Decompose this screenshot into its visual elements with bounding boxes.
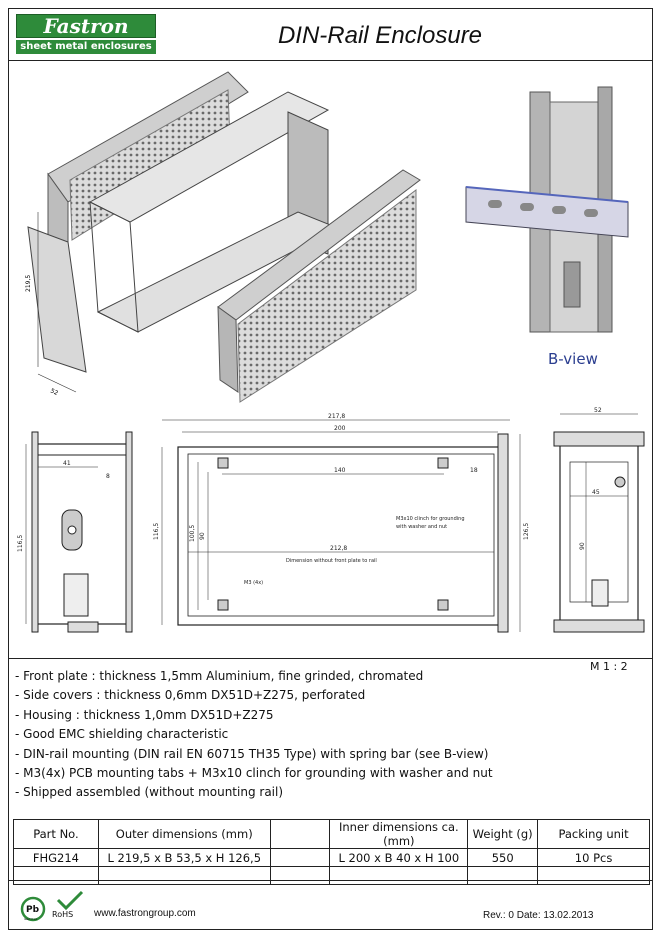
footer-divider (8, 880, 653, 881)
cell-part-no: FHG214 (13, 848, 99, 867)
front-note-dimension: Dimension without front plate to rail (286, 558, 377, 564)
front-dim-90: 90 (199, 532, 206, 540)
front-note-clinch-2: with washer and nut (396, 524, 447, 530)
logo-tagline: sheet metal enclosures (16, 40, 156, 54)
front-dim-height-left: 116,5 (153, 523, 160, 540)
iso-right-cover-face (217, 306, 239, 393)
bview-label: B-view (548, 350, 598, 368)
feature-item: Shipped assembled (without mounting rail… (15, 783, 493, 802)
side-dim-8: 8 (106, 473, 110, 480)
iso-front-plate (27, 226, 87, 373)
cell-outer-dimensions: L 219,5 x B 53,5 x H 126,5 (97, 848, 271, 867)
lead-free-icon: Pb lead free (20, 896, 46, 922)
pb-sub: lead free (24, 917, 37, 921)
bview-rail-detail (465, 86, 629, 333)
cell-weight: 550 (467, 848, 539, 867)
revision-date: Rev.: 0 Date: 13.02.2013 (483, 910, 594, 921)
feature-item: M3(4x) PCB mounting tabs + M3x10 clinch … (15, 764, 492, 783)
fastron-logo: Fastron sheet metal enclosures (16, 14, 156, 54)
front-dim-1265: 126,5 (523, 523, 530, 540)
feature-list: Front plate : thickness 1,5mm Aluminium,… (15, 667, 493, 803)
page-frame (8, 8, 653, 930)
technical-drawings: 219,5 52 41 8 116,5 (17, 71, 645, 633)
end-dim-90: 90 (579, 542, 586, 550)
col-packing-unit: Packing unit (537, 819, 650, 849)
drawing-divider (8, 658, 653, 659)
feature-item: Housing : thickness 1,0mm DX51D+Z275 (15, 706, 493, 725)
front-dim-2178: 217,8 (328, 413, 345, 420)
cell-blank (269, 848, 331, 867)
rohs-label: RoHS (52, 910, 74, 919)
front-dim-140: 140 (334, 467, 346, 474)
footer: Pb lead free RoHS www.fastrongroup.com R… (8, 880, 653, 930)
pb-label: Pb (26, 905, 40, 915)
side-view: 41 8 116,5 (17, 431, 133, 633)
end-dim-45: 45 (592, 489, 600, 496)
front-note-clinch-1: M3x10 clinch for grounding (396, 516, 465, 522)
spec-header-row: Part No. Outer dimensions (mm) Inner dim… (13, 819, 650, 849)
cell-inner-dimensions: L 200 x B 40 x H 100 (329, 848, 469, 867)
spec-table: Part No. Outer dimensions (mm) Inner dim… (13, 819, 650, 885)
col-outer-dimensions: Outer dimensions (mm) (97, 819, 271, 849)
front-dim-200: 200 (334, 425, 346, 432)
front-dim-1005: 100,5 (189, 525, 196, 542)
logo-brand: Fastron (16, 14, 156, 38)
feature-item: Side covers : thickness 0,6mm DX51D+Z275… (15, 686, 493, 705)
website-link[interactable]: www.fastrongroup.com (94, 908, 196, 919)
front-dim-18: 18 (470, 467, 478, 474)
table-row: FHG214 L 219,5 x B 53,5 x H 126,5 L 200 … (13, 848, 650, 867)
iso-housing-frame (89, 201, 139, 333)
col-blank (269, 819, 331, 849)
feature-item: Front plate : thickness 1,5mm Aluminium,… (15, 667, 493, 686)
end-view: 52 45 90 (553, 407, 645, 633)
header-divider (8, 60, 653, 61)
rohs-check-icon (56, 890, 84, 911)
end-dim-52: 52 (594, 407, 602, 414)
iso-right-perforation (237, 188, 417, 403)
cell-packing-unit: 10 Pcs (537, 848, 650, 867)
col-inner-dimensions: Inner dimensions ca. (mm) (329, 819, 469, 849)
scale-label: M 1 : 2 (590, 660, 628, 673)
isometric-view: 219,5 52 (25, 71, 421, 403)
side-dim-41: 41 (63, 460, 71, 467)
col-part-no: Part No. (13, 819, 99, 849)
iso-dim-width: 52 (49, 387, 59, 397)
feature-item: Good EMC shielding characteristic (15, 725, 493, 744)
col-weight: Weight (g) (467, 819, 539, 849)
side-dim-1165: 116,5 (17, 535, 24, 552)
front-note-m3: M3 (4x) (244, 580, 263, 586)
iso-dim-height: 219,5 (25, 275, 32, 292)
front-view: 217,8 200 140 18 100,5 90 212,8 Dimensio… (153, 413, 530, 633)
feature-item: DIN-rail mounting (DIN rail EN 60715 TH3… (15, 745, 493, 764)
page-title: DIN-Rail Enclosure (277, 22, 483, 49)
front-dim-2128: 212,8 (330, 545, 347, 552)
